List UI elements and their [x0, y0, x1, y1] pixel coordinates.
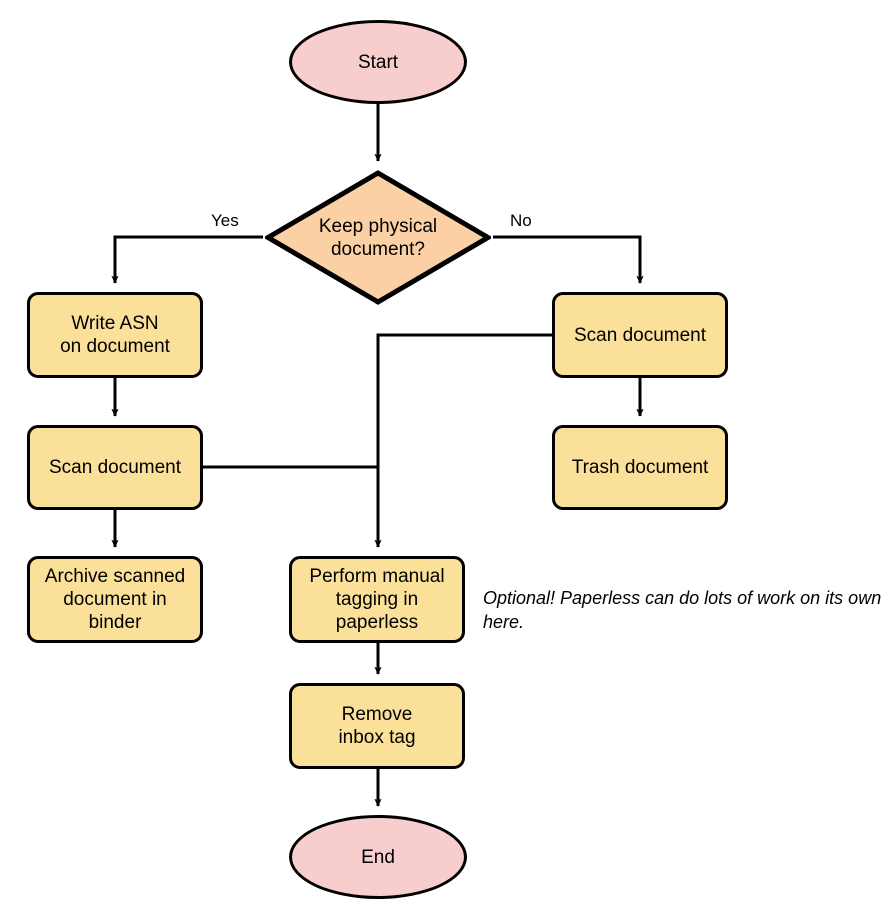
annotation-optional-note: Optional! Paperless can do lots of work … — [483, 588, 882, 632]
node-scan-document-right[interactable]: Scan document — [552, 292, 728, 378]
node-scan-document-right-label: Scan document — [573, 324, 707, 346]
node-write-asn[interactable]: Write ASN on document — [27, 292, 203, 378]
node-remove-inbox-tag[interactable]: Remove inbox tag — [289, 683, 465, 769]
node-trash-document-label: Trash document — [571, 457, 709, 478]
node-remove-inbox-tag-label: Remove inbox tag — [338, 704, 416, 748]
node-trash-document[interactable]: Trash document — [552, 425, 728, 510]
diamond-shape — [265, 170, 491, 305]
node-end[interactable]: End — [289, 815, 467, 899]
edge-decision-to-write-asn — [111, 235, 263, 284]
node-manual-tagging-label: Perform manual tagging in paperless — [309, 566, 445, 633]
node-scan-document-left-label: Scan document — [48, 457, 182, 478]
node-start-label: Start — [357, 51, 399, 73]
edge-decision-to-scan-right — [493, 235, 644, 284]
edge-label-no: No — [510, 211, 532, 230]
node-decision-keep-physical[interactable]: Keep physical document? — [265, 170, 491, 305]
node-manual-tagging[interactable]: Perform manual tagging in paperless — [289, 556, 465, 643]
node-archive-binder[interactable]: Archive scanned document in binder — [27, 556, 203, 643]
edge-scan-right-to-manual-tagging — [374, 333, 552, 548]
node-scan-document-left[interactable]: Scan document — [27, 425, 203, 510]
node-end-label: End — [361, 846, 395, 868]
node-decision-keep-physical-label: Keep physical document? — [318, 215, 438, 260]
edge-label-yes: Yes — [211, 211, 239, 230]
node-archive-binder-label: Archive scanned document in binder — [44, 566, 186, 633]
node-start[interactable]: Start — [289, 20, 467, 104]
node-write-asn-label: Write ASN on document — [60, 313, 170, 357]
